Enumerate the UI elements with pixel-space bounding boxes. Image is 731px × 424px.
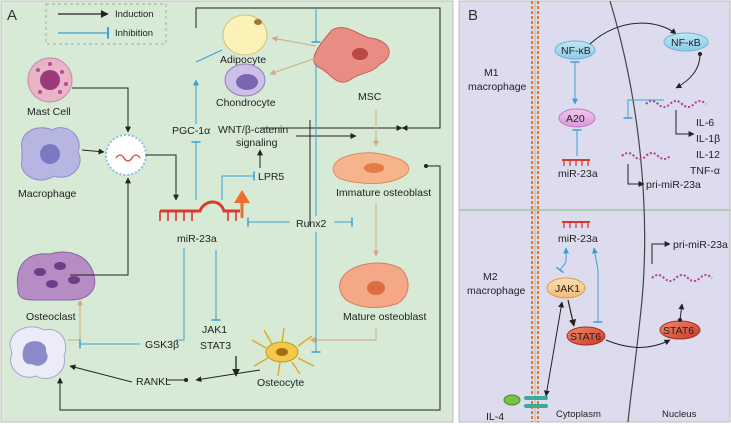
rankl-label: RANKL — [136, 376, 171, 388]
m1-label-line1: M1 — [484, 67, 499, 79]
panel-b: B M1 macrophage M2 macrophage NF-κB A20 … — [458, 0, 731, 423]
induction-arrows — [57, 7, 441, 411]
m2-label-line1: M2 — [483, 271, 498, 283]
panel-a-letter: A — [7, 7, 17, 24]
dna-m2-icon — [651, 274, 713, 282]
nfkb-cyto-node — [554, 40, 596, 60]
jak1-to-stat6-arrow — [567, 299, 577, 327]
panel-b-letter: B — [468, 7, 478, 24]
osteoclast-icon — [16, 251, 96, 301]
dna-m1-lower-icon — [621, 152, 671, 160]
pri-mir-m2-label: pri-miR-23a — [673, 239, 728, 251]
nucleus-label: Nucleus — [662, 409, 697, 420]
nfkb-nuc-node — [663, 32, 709, 52]
mir23a-m1-icon — [562, 159, 590, 166]
msc-label: MSC — [358, 91, 382, 103]
osteoclast-label: Osteoclast — [26, 311, 76, 323]
legend-induction-label: Induction — [115, 9, 154, 20]
jak1-node — [546, 277, 586, 299]
macrophage-label: Macrophage — [18, 188, 77, 200]
tnfa-label: TNF-α — [690, 165, 720, 177]
dna-m1-upper-icon — [645, 100, 707, 108]
macrophage-icon — [21, 127, 81, 181]
mast-cell-icon — [27, 57, 73, 103]
mir23a-m2-label: miR-23a — [558, 233, 598, 245]
m1-label-line2: macrophage — [468, 81, 527, 93]
a20-node — [558, 108, 596, 128]
mir23a-m1-label: miR-23a — [558, 168, 598, 180]
pgc1a-label: PGC-1α — [172, 125, 210, 137]
pri-mir-m2-arrow — [651, 241, 671, 264]
il12-label: IL-12 — [696, 149, 720, 161]
chondrocyte-icon — [224, 63, 266, 97]
osteocyte-label: Osteocyte — [257, 377, 304, 389]
legend-inhibition-label: Inhibition — [115, 28, 153, 39]
stat6-to-gene-arrow — [678, 303, 685, 322]
stat3-label: STAT3 — [200, 340, 231, 352]
cytokine-arrow — [675, 110, 695, 137]
mir23a-m2-icon — [562, 221, 590, 228]
runx2-label: Runx2 — [296, 218, 327, 230]
nfkb-inhibit-gene-bar — [623, 99, 664, 119]
mature-osteoblast-label: Mature osteoblast — [343, 311, 427, 323]
adipocyte-icon — [222, 14, 268, 56]
mast-cell-label: Mast Cell — [27, 106, 71, 118]
nfkb-nuc-label: NF-κB — [671, 37, 701, 49]
receptor-jak1-arrow — [543, 301, 565, 397]
il4-ligand-icon — [503, 394, 521, 406]
exosome-icon — [105, 134, 147, 176]
mir23a-label: miR-23a — [177, 233, 217, 245]
gsk3b-label: GSK3β — [145, 339, 179, 351]
adipocyte-label: Adipocyte — [220, 54, 266, 66]
wnt-label: WNT/β-catenin — [218, 124, 288, 136]
il1b-label: IL-1β — [696, 133, 720, 145]
nfkb-to-gene-arrow — [675, 52, 702, 89]
precursor-cell-icon — [9, 326, 67, 379]
jak1-label: JAK1 — [555, 283, 580, 295]
il4-receptor-icon — [524, 396, 548, 408]
panel-a: A Induction Inhibition Mast Cell Macroph… — [0, 0, 454, 423]
jak1-label: JAK1 — [202, 324, 227, 336]
stat6-cyto-label: STAT6 — [570, 331, 601, 343]
inhibition-arrows — [79, 8, 353, 353]
il4-label: IL-4 — [486, 411, 504, 423]
stat6-nuc-label: STAT6 — [663, 325, 694, 337]
nfkb-translocation-arrow — [589, 22, 677, 45]
legend: Induction Inhibition — [45, 3, 167, 45]
immature-osteoblast-label: Immature osteoblast — [336, 187, 431, 199]
nfkb-cyto-label: NF-κB — [561, 45, 591, 57]
stat6-cyto-node — [566, 326, 606, 346]
lpr5-label: LPR5 — [258, 171, 284, 183]
a20-label: A20 — [566, 113, 585, 125]
mir-jak1-bar — [555, 247, 569, 274]
il6-label: IL-6 — [696, 117, 714, 129]
pri-mir-m1-arrow — [627, 164, 645, 187]
msc-icon — [313, 27, 390, 83]
mir-stat6-bar — [592, 247, 603, 323]
pri-mir-m1-label: pri-miR-23a — [646, 179, 701, 191]
stat6-translocation-arrow — [605, 339, 671, 348]
cell-membrane — [531, 1, 539, 422]
cytoplasm-label: Cytoplasm — [556, 409, 601, 420]
signaling-label: signaling — [236, 137, 278, 149]
m2-label-line2: macrophage — [467, 285, 526, 297]
chondrocyte-label: Chondrocyte — [216, 97, 276, 109]
mature-osteoblast-icon — [339, 262, 409, 308]
nuclear-envelope — [609, 0, 646, 423]
